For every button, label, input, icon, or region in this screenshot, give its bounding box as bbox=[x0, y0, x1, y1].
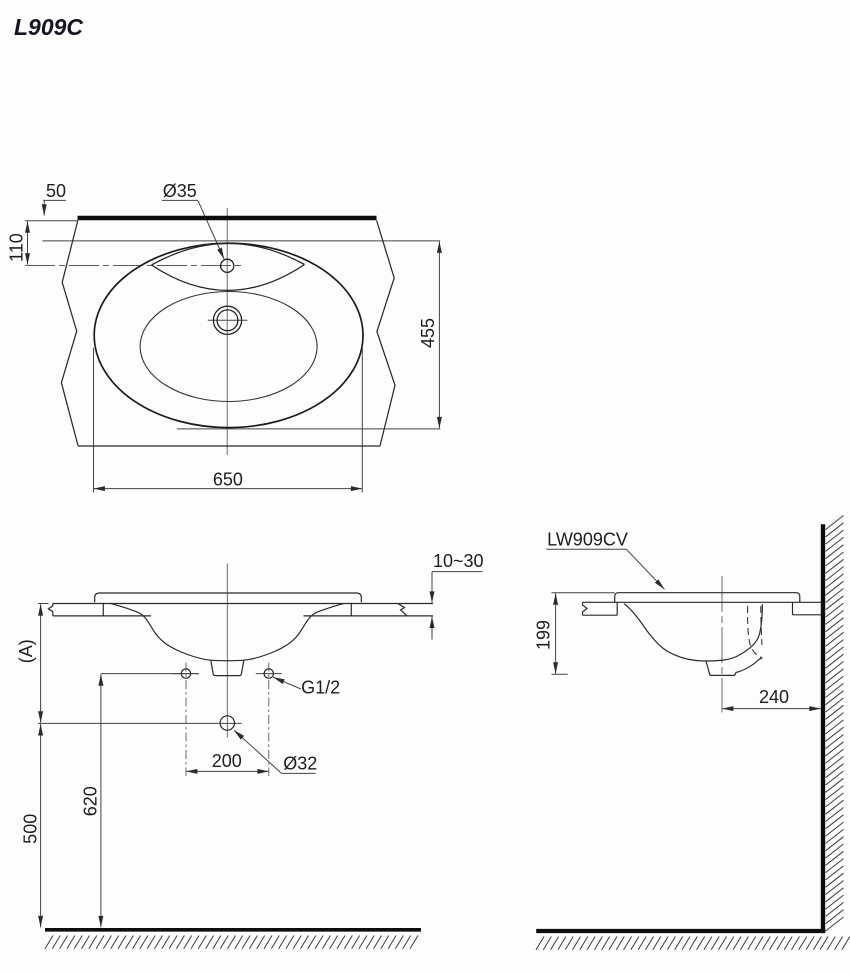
svg-text:455: 455 bbox=[418, 318, 438, 348]
svg-text:200: 200 bbox=[212, 751, 242, 771]
svg-text:240: 240 bbox=[759, 687, 789, 707]
svg-text:LW909CV: LW909CV bbox=[547, 530, 628, 550]
svg-text:50: 50 bbox=[46, 181, 66, 201]
svg-text:110: 110 bbox=[6, 233, 26, 262]
svg-text:620: 620 bbox=[81, 786, 101, 816]
svg-text:G1/2: G1/2 bbox=[301, 678, 340, 698]
svg-text:500: 500 bbox=[21, 814, 41, 844]
svg-text:L909C: L909C bbox=[14, 14, 83, 40]
svg-text:Ø35: Ø35 bbox=[163, 181, 197, 201]
svg-text:199: 199 bbox=[534, 620, 554, 650]
svg-text:Ø32: Ø32 bbox=[283, 754, 317, 774]
svg-text:650: 650 bbox=[213, 470, 243, 490]
svg-text:10~30: 10~30 bbox=[433, 551, 484, 571]
svg-text:(A): (A) bbox=[16, 639, 36, 663]
